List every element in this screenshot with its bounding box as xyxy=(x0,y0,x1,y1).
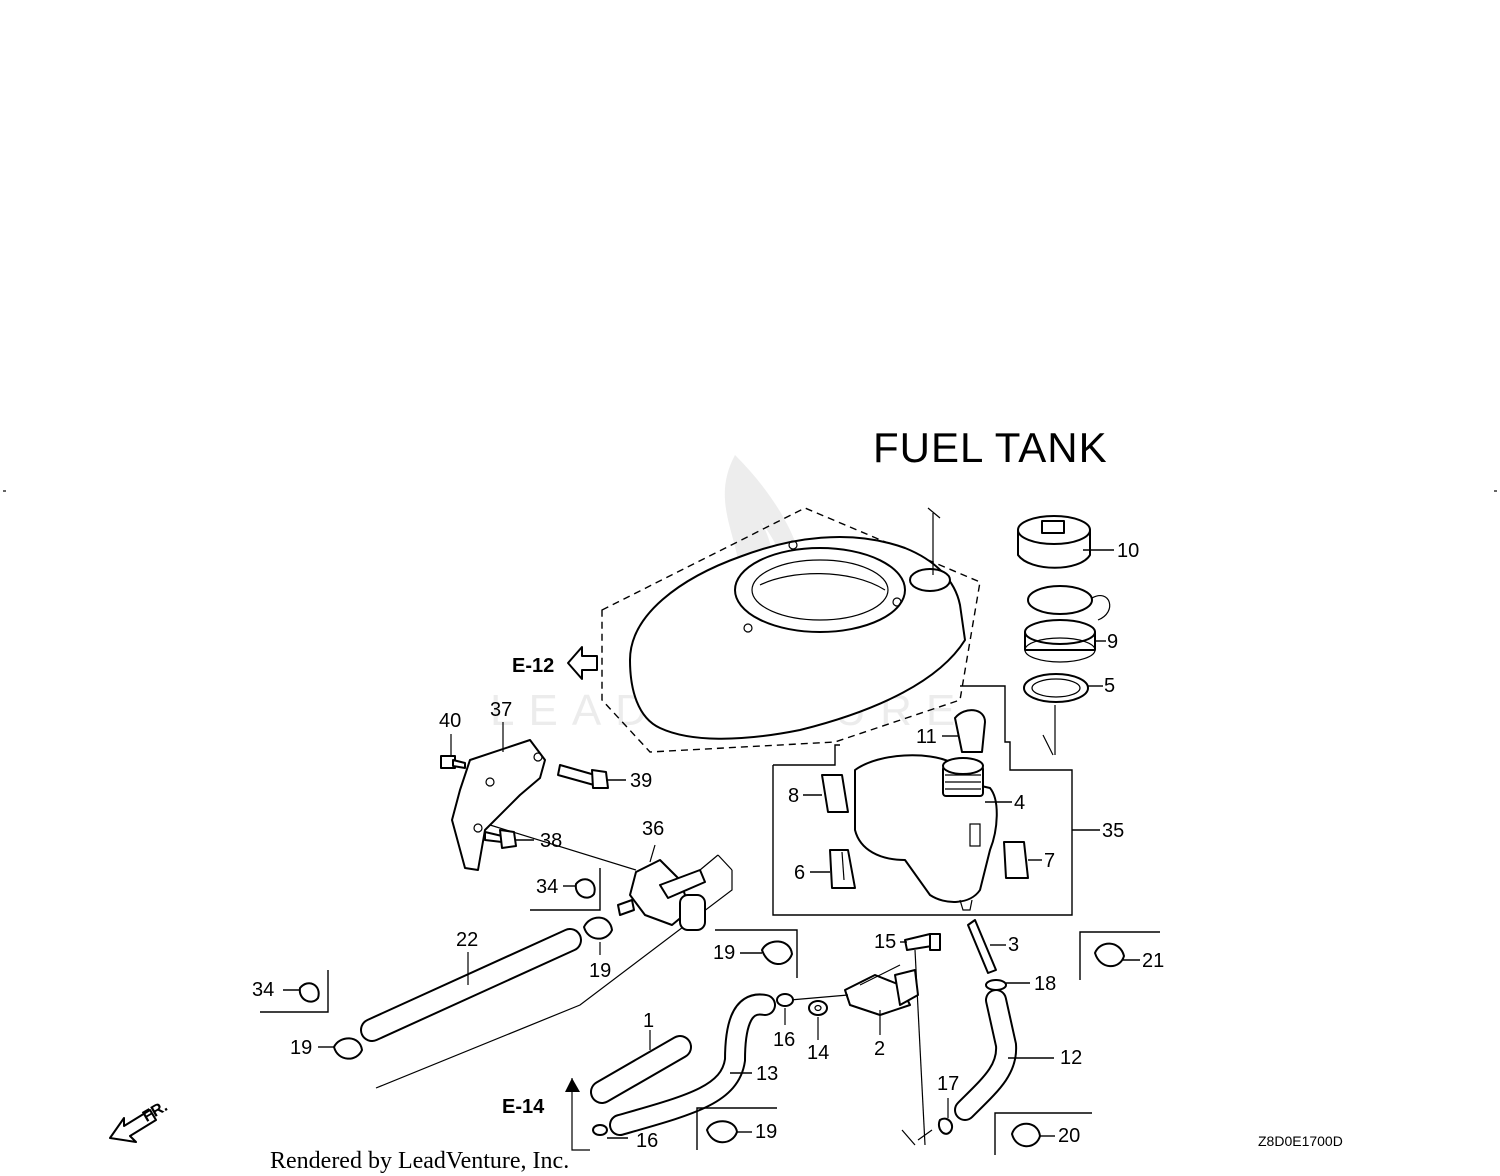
cover-opening-inner xyxy=(751,559,889,621)
part-12-hose xyxy=(954,989,1054,1121)
ref-e12-label: E-12 xyxy=(512,655,554,677)
callout-11: 11 xyxy=(916,726,937,748)
callout-9: 9 xyxy=(1107,631,1118,653)
part-20-clamp xyxy=(994,1112,1092,1155)
front-arrow-icon xyxy=(109,1109,157,1143)
part-19-clamp-left xyxy=(318,1037,363,1060)
part-3-bolt xyxy=(967,919,1006,974)
callout-8: 8 xyxy=(788,785,799,807)
part-5-seal-ring xyxy=(1023,673,1103,756)
callout-1: 1 xyxy=(643,1010,654,1032)
diagram-code: Z8D0E1700D xyxy=(1258,1133,1343,1149)
callout-13: 13 xyxy=(756,1063,778,1085)
callout-22: 22 xyxy=(456,929,478,951)
callout-14: 14 xyxy=(807,1042,829,1064)
part-38-bolt xyxy=(484,829,534,849)
group-35-bracket xyxy=(772,685,1073,916)
callout-19-upper: 19 xyxy=(589,960,611,982)
part-17-clip xyxy=(901,1098,954,1146)
callout-12: 12 xyxy=(1060,1047,1082,1069)
callout-19-lower: 19 xyxy=(755,1121,777,1143)
cover-ribs xyxy=(759,573,886,591)
part-19-clamp-mid xyxy=(715,929,798,978)
callout-16-lower: 16 xyxy=(636,1130,658,1152)
callout-21: 21 xyxy=(1142,950,1164,972)
ref-e14-label: E-14 xyxy=(502,1096,545,1118)
part-19-clamp-upper xyxy=(583,916,613,955)
callout-5: 5 xyxy=(1104,675,1115,697)
callout-6: 6 xyxy=(794,862,805,884)
front-direction-marker: FR. xyxy=(109,1098,171,1143)
callout-10: 10 xyxy=(1117,540,1139,562)
callout-39: 39 xyxy=(630,770,652,792)
part-6-tank-mount xyxy=(810,849,856,889)
callout-16-upper: 16 xyxy=(773,1029,795,1051)
part-34-clip-left xyxy=(260,970,329,1013)
cover-screw-hole-3 xyxy=(743,623,753,633)
part-39-bolt xyxy=(557,764,626,789)
ref-e14-arrow-icon xyxy=(565,1078,580,1092)
part-4-fuel-tank xyxy=(854,754,1012,911)
part-22-hose xyxy=(360,870,733,1089)
part-14-washer xyxy=(789,994,849,1040)
callout-18: 18 xyxy=(1034,973,1056,995)
callout-7: 7 xyxy=(1044,850,1055,872)
part-8-tank-mount xyxy=(803,774,849,813)
ref-e12: E-12 xyxy=(512,646,598,680)
ref-e14: E-14 xyxy=(502,1078,580,1118)
callout-20: 20 xyxy=(1058,1125,1080,1147)
callout-38: 38 xyxy=(540,830,562,852)
part-16-clip-upper xyxy=(776,993,794,1025)
part-37-bracket xyxy=(451,722,546,871)
part-16-clip-lower xyxy=(571,1078,628,1151)
part-18-clip xyxy=(985,979,1030,991)
cover-screw-hole-2 xyxy=(892,597,902,607)
part-11-filter xyxy=(942,709,986,753)
callout-37: 37 xyxy=(490,699,512,721)
part-10-fuel-cap xyxy=(1017,515,1114,569)
callout-labels: 1 2 3 4 5 6 7 8 9 10 11 12 13 14 15 16 1… xyxy=(252,540,1164,1152)
callout-17: 17 xyxy=(937,1073,959,1095)
part-15-bolt xyxy=(900,933,941,1146)
cover-leader-top xyxy=(927,507,941,519)
part-40-bolt xyxy=(440,734,466,769)
cover-neck-hole xyxy=(909,568,951,592)
callout-34-upper: 34 xyxy=(536,876,558,898)
callout-19-mid: 19 xyxy=(713,942,735,964)
ref-e12-arrow-icon xyxy=(567,646,598,680)
part-34-clip-upper xyxy=(530,868,601,911)
part-21-clamp xyxy=(1079,931,1160,980)
part-cap-strap xyxy=(1027,585,1111,621)
callout-34-left: 34 xyxy=(252,979,274,1001)
callout-4: 4 xyxy=(1014,792,1025,814)
diagram-title: FUEL TANK xyxy=(873,424,1108,471)
callout-40: 40 xyxy=(439,710,461,732)
cover-dashed-outline xyxy=(601,507,981,753)
part-1-hose xyxy=(590,1030,692,1104)
callout-3: 3 xyxy=(1008,934,1019,956)
credit-text: Rendered by LeadVenture, Inc. xyxy=(270,1148,569,1174)
callout-15: 15 xyxy=(874,931,896,953)
part-19-clamp-lower xyxy=(696,1107,777,1150)
part-13-hose xyxy=(609,993,776,1136)
callout-19-left: 19 xyxy=(290,1037,312,1059)
part-2-fuel-cock xyxy=(844,964,919,1035)
callout-35: 35 xyxy=(1102,820,1124,842)
part-36-fuel-valve xyxy=(489,824,733,931)
part-9-filler-nut xyxy=(1024,619,1106,663)
cover-opening xyxy=(734,547,906,633)
callout-2: 2 xyxy=(874,1038,885,1060)
fuel-tank-cover xyxy=(601,507,981,753)
callout-36: 36 xyxy=(642,818,664,840)
cover-screw-hole-1 xyxy=(788,540,798,550)
part-7-tank-mount xyxy=(1003,841,1042,879)
